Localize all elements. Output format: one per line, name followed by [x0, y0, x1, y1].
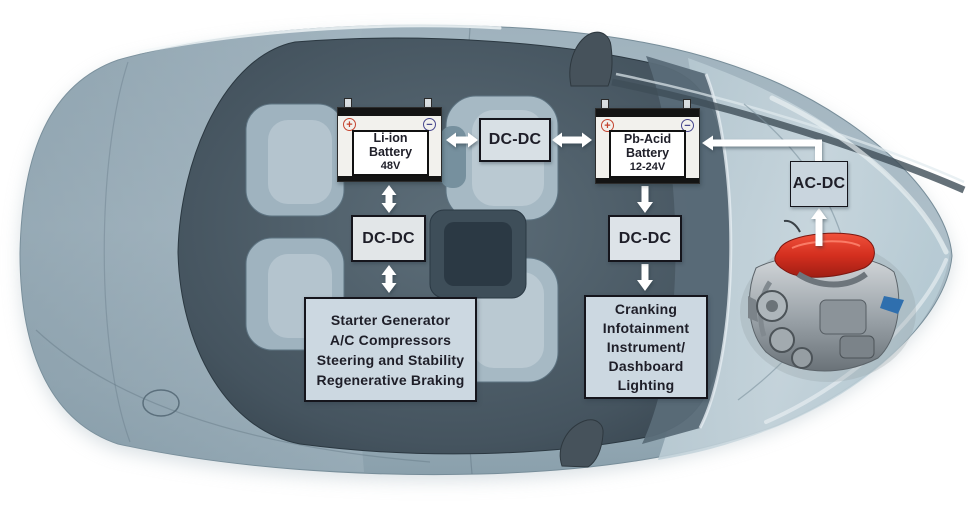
load-item: Starter Generator — [330, 311, 451, 328]
load-item: Steering and Stability — [316, 351, 465, 368]
load-item: Regenerative Braking — [316, 371, 465, 388]
battery-terminal-post — [683, 99, 691, 110]
battery-bottom-band — [596, 178, 699, 183]
bumper-seam — [35, 329, 431, 463]
top-rim-highlight — [138, 24, 502, 54]
load-item: Lighting — [617, 376, 675, 393]
fuel-cap — [142, 389, 180, 417]
battery-name: Battery — [625, 145, 670, 160]
plus-terminal-icon: + — [343, 118, 356, 131]
load-item: Infotainment — [602, 319, 690, 336]
pb-acid-battery-label: Pb-Acid Battery 12-24V — [609, 130, 686, 178]
battery-name: Li-ion — [373, 131, 408, 146]
li-ion-battery-label: Li-ion Battery 48V — [352, 130, 429, 176]
side-mirror-top — [569, 31, 613, 87]
rear-seam — [103, 61, 131, 443]
battery-bottom-band — [338, 176, 441, 181]
dcdc-converter-top: DC-DC — [479, 118, 551, 162]
battery-case: + − Li-ion Battery 48V — [337, 107, 442, 182]
load-item: Cranking — [614, 300, 678, 317]
pb-acid-battery-box: + − Pb-Acid Battery 12-24V — [595, 99, 700, 184]
battery-name: Battery — [368, 144, 413, 159]
side-mirror-bottom — [559, 419, 604, 468]
windshield-edge-highlight — [698, 73, 733, 429]
battery-case: + − Pb-Acid Battery 12-24V — [595, 108, 700, 184]
battery-terminal-post — [344, 98, 352, 109]
battery-name: Pb-Acid — [623, 132, 672, 147]
acdc-converter: AC-DC — [790, 161, 848, 207]
loads-12v-box: Cranking Infotainment Instrument/ Dashbo… — [584, 295, 708, 399]
front-highlight-top — [769, 95, 949, 255]
battery-terminal-post — [424, 98, 432, 109]
battery-voltage: 48V — [380, 160, 401, 173]
cowl-highlight — [615, 72, 965, 184]
minus-terminal-icon: − — [423, 118, 436, 131]
engine-blue-part — [880, 296, 904, 314]
battery-terminal-post — [601, 99, 609, 110]
battery-top-band — [338, 108, 441, 116]
loads-48v-box: Starter Generator A/C Compressors Steeri… — [304, 297, 477, 402]
load-item: Dashboard — [608, 357, 684, 374]
battery-top-band — [596, 109, 699, 117]
dcdc-converter-left: DC-DC — [351, 215, 426, 262]
minus-terminal-icon: − — [681, 119, 694, 132]
load-item: A/C Compressors — [329, 331, 452, 348]
li-ion-battery-box: + − Li-ion Battery 48V — [337, 98, 442, 182]
center-console — [429, 209, 527, 299]
plus-terminal-icon: + — [601, 119, 614, 132]
dcdc-converter-right: DC-DC — [608, 215, 682, 262]
battery-voltage: 12-24V — [629, 161, 666, 174]
engine-image — [740, 219, 916, 382]
load-item: Instrument/ — [606, 338, 686, 355]
